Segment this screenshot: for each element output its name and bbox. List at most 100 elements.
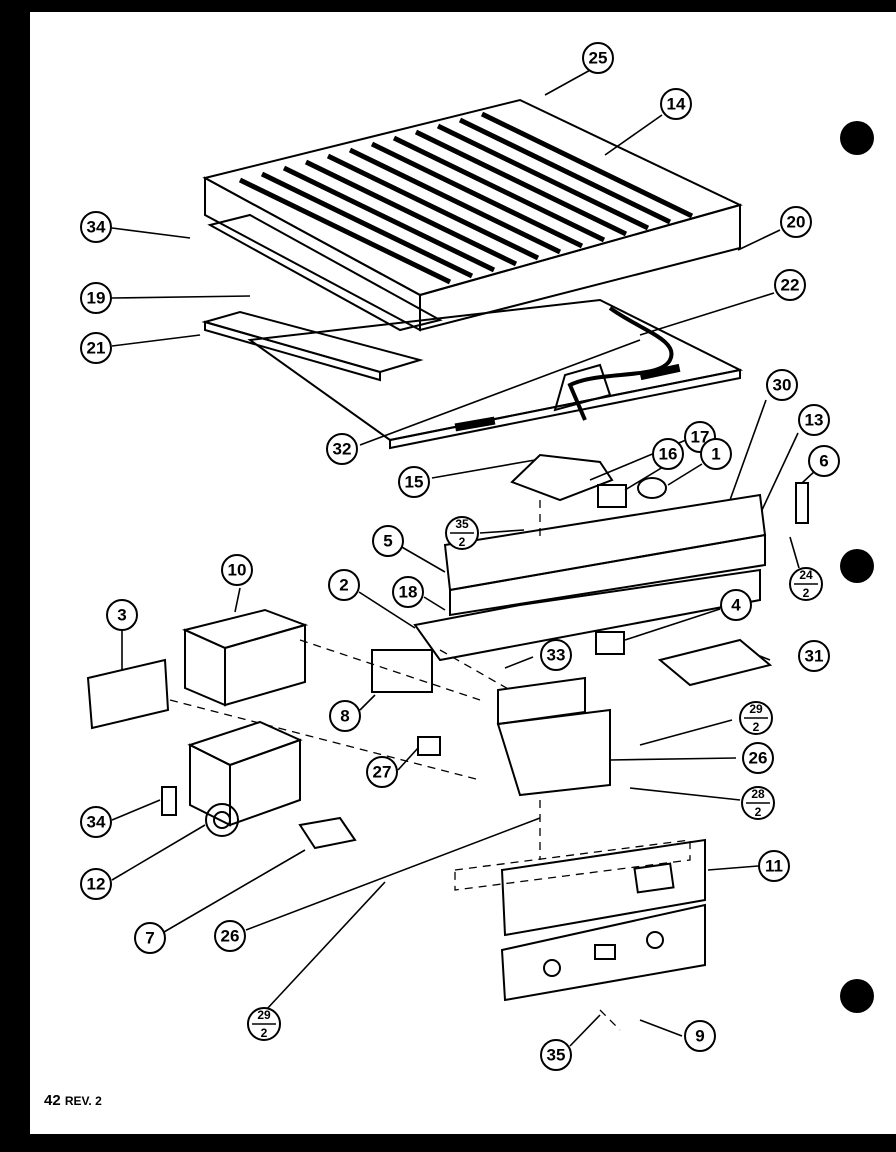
callout-1: 1 (700, 438, 732, 470)
callout-23: 25 (582, 42, 614, 74)
callout-5: 5 (372, 525, 404, 557)
callout-34-lower: 34 (80, 806, 112, 838)
page-number: 42 (44, 1092, 61, 1109)
svg-text:24: 24 (799, 568, 813, 582)
callout-21: 21 (80, 332, 112, 364)
callout-12: 12 (80, 868, 112, 900)
registration-dot (840, 549, 874, 583)
callout-30: 30 (766, 369, 798, 401)
svg-text:1: 1 (711, 445, 720, 464)
callout-8: 8 (329, 700, 361, 732)
front-panel (454, 838, 706, 1002)
leader-lines (111, 57, 817, 1047)
callout-31: 31 (798, 640, 830, 672)
light-housing (510, 453, 614, 502)
svg-text:26: 26 (749, 749, 768, 768)
alignment-lines (169, 500, 621, 1031)
lamp-socket (597, 484, 627, 508)
svg-text:14: 14 (667, 95, 686, 114)
control-bracket (496, 676, 611, 797)
control-housing-box (181, 608, 309, 707)
svg-text:17: 17 (691, 428, 710, 447)
callout-4: 4 (720, 589, 752, 621)
svg-text:5: 5 (383, 532, 392, 551)
svg-text:21: 21 (87, 339, 106, 358)
svg-text:2: 2 (803, 586, 810, 600)
end-cap (795, 482, 809, 524)
callout-fraction-28-2: 28 2 (741, 786, 775, 820)
svg-text:34: 34 (87, 218, 106, 237)
svg-text:12: 12 (87, 875, 106, 894)
svg-text:30: 30 (773, 376, 792, 395)
callout-6: 6 (808, 445, 840, 477)
shelf-frame-21 (201, 310, 424, 374)
callout-22: 22 (774, 269, 806, 301)
registration-dot (840, 979, 874, 1013)
svg-text:29: 29 (257, 1008, 271, 1022)
name-plate (86, 658, 170, 730)
relay (417, 736, 441, 756)
svg-text:34: 34 (87, 813, 106, 832)
callout-fraction-29-2: 29 2 (739, 701, 773, 735)
drawing-sheet (30, 12, 896, 1134)
svg-text:35: 35 (547, 1046, 566, 1065)
cover-plate (657, 638, 773, 687)
callout-13: 13 (798, 404, 830, 436)
svg-text:2: 2 (753, 720, 760, 734)
callout-27: 27 (366, 756, 398, 788)
thermostat (371, 649, 433, 693)
callout-18: 18 (392, 576, 424, 608)
svg-text:4: 4 (731, 596, 741, 615)
clip (161, 786, 177, 816)
svg-text:26: 26 (221, 927, 240, 946)
callout-3: 3 (106, 599, 138, 631)
svg-text:20: 20 (787, 213, 806, 232)
callout-32: 32 (326, 433, 358, 465)
svg-text:33: 33 (547, 646, 566, 665)
callout-fraction-29-2-lower: 29 2 (247, 1007, 281, 1041)
switch (595, 631, 625, 655)
shelf-grille (202, 98, 743, 332)
svg-text:25: 25 (589, 49, 608, 68)
svg-text:7: 7 (145, 929, 154, 948)
svg-text:29: 29 (749, 702, 763, 716)
svg-text:15: 15 (405, 473, 424, 492)
callout-34: 34 (80, 211, 112, 243)
callout-fraction-24-2: 24 2 (789, 567, 823, 601)
callout-7: 7 (134, 922, 166, 954)
control-bar-lower (449, 533, 766, 617)
svg-text:10: 10 (228, 561, 247, 580)
svg-text:13: 13 (805, 411, 824, 430)
svg-text:9: 9 (695, 1027, 704, 1046)
registration-dot (840, 121, 874, 155)
svg-text:31: 31 (805, 647, 824, 666)
callout-10: 10 (221, 554, 253, 586)
callout-2: 2 (328, 569, 360, 601)
svg-text:2: 2 (755, 805, 762, 819)
callout-15: 15 (398, 466, 430, 498)
divider-plate (247, 298, 744, 450)
callout-26: 26 (214, 920, 246, 952)
svg-text:8: 8 (340, 707, 349, 726)
svg-text:2: 2 (339, 576, 348, 595)
svg-text:6: 6 (819, 452, 828, 471)
revision-label: REV. 2 (64, 1094, 102, 1108)
callout-33: 33 (540, 639, 572, 671)
svg-text:35: 35 (455, 517, 469, 531)
callout-25: 26 (742, 742, 774, 774)
callout-fraction-35-2: 35 2 (445, 516, 479, 550)
callout-20: 20 (780, 206, 812, 238)
callout-9: 9 (684, 1020, 716, 1052)
callout-19: 19 (80, 282, 112, 314)
svg-text:22: 22 (781, 276, 800, 295)
callout-11: 11 (758, 850, 790, 882)
callout-16: 16 (652, 438, 684, 470)
mounting-bracket (413, 568, 761, 662)
callout-35: 35 (540, 1039, 572, 1071)
page-footer: 42 REV. 2 (44, 1092, 102, 1109)
svg-text:32: 32 (333, 440, 352, 459)
svg-text:2: 2 (459, 535, 466, 549)
svg-text:16: 16 (659, 445, 678, 464)
svg-text:18: 18 (399, 583, 418, 602)
